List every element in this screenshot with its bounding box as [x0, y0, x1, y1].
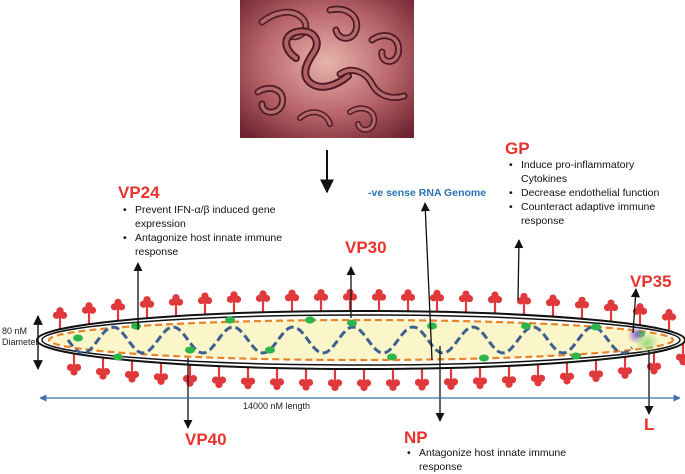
vp30-dots — [73, 316, 645, 362]
vp30-dot — [521, 322, 531, 330]
glycoprotein-spike — [52, 307, 68, 330]
glycoprotein-spike — [400, 289, 416, 312]
vp30-dot — [225, 316, 235, 324]
vp30-dot — [73, 334, 83, 342]
virion-envelope — [36, 310, 685, 370]
glycoprotein-spike — [530, 364, 546, 387]
rna-genome-strand — [66, 325, 634, 355]
vp30-dot — [479, 354, 489, 362]
glycoprotein-spike — [66, 353, 82, 376]
gp-arrow — [514, 239, 524, 301]
glycoprotein-spike — [661, 308, 677, 331]
np-function-item: Antagonize host innate immune response — [405, 446, 585, 474]
glycoprotein-spike — [284, 289, 300, 312]
glycoprotein-spike — [472, 366, 488, 390]
vp40-label: VP40 — [185, 430, 227, 449]
l-label: L — [644, 415, 655, 434]
vp30-dot — [305, 316, 315, 324]
glycoprotein-spike — [298, 368, 314, 391]
glycoprotein-spike — [356, 368, 372, 392]
glycoprotein-spike — [95, 357, 111, 380]
vp24-label: VP24 — [118, 183, 160, 202]
vp30-dot — [427, 322, 437, 330]
glycoprotein-spike — [110, 298, 126, 321]
glycoprotein-spike — [588, 359, 604, 383]
gp-function-item: Induce pro-inflammatory Cytokines — [507, 158, 677, 186]
glycoprotein-spike — [603, 299, 619, 322]
glycoprotein-spike — [371, 288, 387, 312]
vp30-dot — [571, 352, 581, 360]
glycoprotein-spike — [501, 365, 517, 388]
np-functions: Antagonize host innate immune response — [405, 446, 585, 474]
glycoprotein-spike — [168, 294, 184, 317]
matrix-layer — [47, 318, 675, 362]
glycoprotein-spike — [487, 291, 503, 314]
length-label: 14000 nM length — [243, 401, 311, 411]
glycoprotein-spikes — [52, 288, 685, 392]
glycoprotein-spike — [429, 289, 445, 312]
glycoprotein-spike — [327, 368, 343, 392]
vp24-functions: Prevent IFN-α/β induced gene expression … — [121, 203, 306, 259]
glycoprotein-spike — [545, 294, 561, 317]
diameter-label: 80 nM Diameter — [2, 326, 39, 347]
pointer-arrows — [133, 202, 654, 429]
glycoprotein-spike — [240, 367, 256, 390]
glycoprotein-spike — [211, 366, 227, 389]
vp30-dot — [131, 322, 141, 330]
glycoprotein-spike — [342, 288, 358, 312]
vp35-label: VP35 — [630, 272, 672, 291]
glycoprotein-spike — [124, 360, 140, 383]
vp30-dot — [347, 319, 357, 327]
vp24-function-item: Antagonize host innate immune response — [121, 231, 306, 259]
glycoprotein-spike — [269, 368, 285, 391]
np-label: NP — [404, 428, 428, 447]
vp30-dot — [591, 323, 601, 331]
gp-function-item: Counteract adaptive immune response — [507, 200, 677, 228]
vp30-label: VP30 — [345, 238, 387, 257]
glycoprotein-spike — [675, 343, 685, 366]
glycoprotein-spike — [385, 368, 401, 391]
glycoprotein-spike — [313, 289, 329, 312]
vp30-dot — [387, 353, 397, 361]
vp24-function-item: Prevent IFN-α/β induced gene expression — [121, 203, 306, 231]
glycoprotein-spike — [458, 290, 474, 313]
rna-genome-label: -ve sense RNA Genome — [368, 187, 487, 199]
glycoprotein-spike — [443, 367, 459, 390]
ebola-virus-micrograph-icon — [240, 0, 414, 138]
gp-function-item: Decrease endothelial function — [507, 186, 677, 200]
glycoprotein-spike — [255, 290, 271, 313]
gp-functions: Induce pro-inflammatory Cytokines Decrea… — [507, 158, 677, 228]
vp30-dot — [265, 346, 275, 354]
glycoprotein-spike — [153, 362, 169, 385]
gp-label: GP — [505, 139, 530, 158]
l-polymerase-particle — [635, 331, 659, 355]
glycoprotein-spike — [559, 362, 575, 385]
glycoprotein-spike — [226, 291, 242, 314]
glycoprotein-spike — [617, 356, 633, 379]
vp35-arrow — [630, 288, 640, 334]
glycoprotein-spike — [197, 292, 213, 315]
vp30-dot — [113, 353, 123, 361]
vp30-dot — [185, 346, 195, 354]
rna-arrow — [420, 202, 433, 361]
glycoprotein-spike — [574, 296, 590, 319]
glycoprotein-spike — [414, 368, 430, 391]
glycoprotein-spike — [81, 302, 97, 325]
glycoprotein-spike — [516, 292, 532, 315]
glycoprotein-spike — [139, 296, 155, 319]
glycoprotein-spike — [182, 364, 198, 387]
